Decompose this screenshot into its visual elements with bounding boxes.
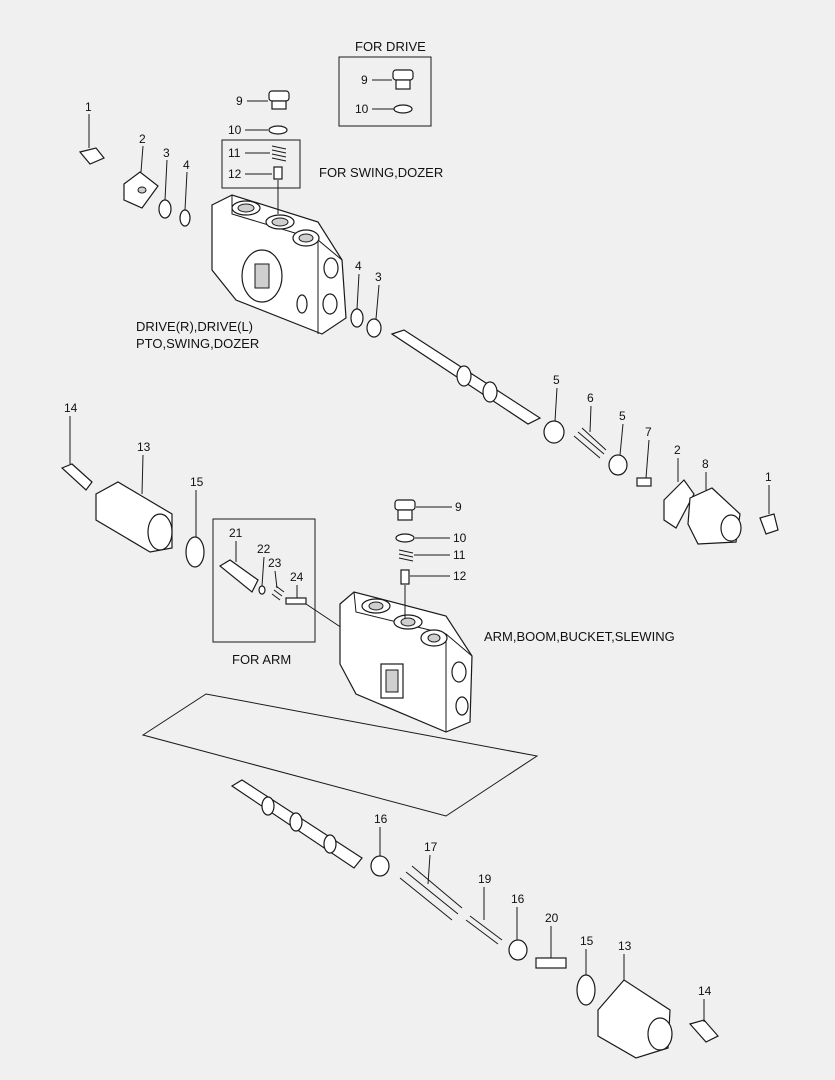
callout-1: 1 [85,100,92,114]
callout-23: 23 [268,556,282,570]
callout-11: 11 [228,146,241,160]
upper-valve-body [211,194,347,335]
callout-13: 13 [137,440,151,454]
callout-9: 9 [361,73,368,87]
callout-16: 16 [374,812,388,826]
callout-5: 5 [553,373,560,387]
callout-9: 9 [236,94,243,108]
drive-section-caption-line2: PTO,SWING,DOZER [136,336,259,351]
callout-12: 12 [453,569,467,583]
callout-2: 2 [139,132,146,146]
lower-valve-body [339,591,473,733]
callout-24: 24 [290,570,304,584]
callout-3: 3 [163,146,170,160]
spool-guide-outline [141,693,539,817]
callout-7: 7 [645,425,652,439]
callout-8: 8 [702,457,709,471]
callout-12: 12 [228,167,242,181]
for-drive-box [338,56,432,127]
callout-4: 4 [183,158,190,172]
drive-section-caption-line1: DRIVE(R),DRIVE(L) [136,319,253,334]
callout-11: 11 [453,548,466,562]
callout-4: 4 [355,259,362,273]
callout-22: 22 [257,542,271,556]
callout-10: 10 [453,531,467,545]
callout-numbers: 1 2 3 4 9 10 11 12 9 10 4 3 5 6 5 7 2 8 [64,73,772,1022]
callout-3: 3 [375,270,382,284]
for-drive-parts [392,69,414,114]
callout-20: 20 [545,911,559,925]
callout-6: 6 [587,391,594,405]
lower-plug-stack [394,499,416,618]
for-swing-dozer-caption: FOR SWING,DOZER [319,165,443,180]
callout-15: 15 [190,475,204,489]
callout-13: 13 [618,939,632,953]
arm-boom-caption: ARM,BOOM,BUCKET,SLEWING [484,629,675,644]
callout-10: 10 [228,123,242,137]
callout-5: 5 [619,409,626,423]
callout-19: 19 [478,872,492,886]
upper-left-parts [78,147,191,227]
callout-10: 10 [355,102,369,116]
callout-2: 2 [674,443,681,457]
swing-dozer-box [221,139,301,189]
lower-spool-parts [230,779,719,1059]
upper-plug-stack [268,90,290,214]
callout-1: 1 [765,470,772,484]
callout-17: 17 [424,840,438,854]
for-arm-box [212,518,316,643]
for-arm-parts [218,559,343,629]
lower-left-parts [60,463,205,568]
callout-15: 15 [580,934,594,948]
for-drive-caption: FOR DRIVE [355,39,426,54]
callout-14: 14 [698,984,712,998]
upper-right-parts [350,308,779,545]
callout-14: 14 [64,401,78,415]
callout-9: 9 [455,500,462,514]
callout-16: 16 [511,892,525,906]
for-arm-caption: FOR ARM [232,652,291,667]
callout-21: 21 [229,526,243,540]
